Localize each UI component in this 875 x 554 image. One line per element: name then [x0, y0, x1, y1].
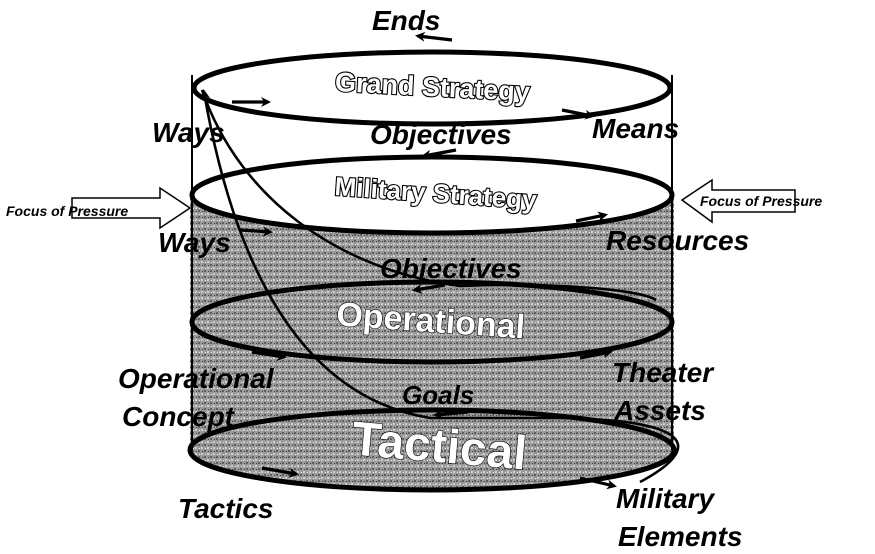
objectives-arrow-military	[412, 283, 446, 294]
label-tactics: Tactics	[178, 493, 273, 524]
label-elements-2: Elements	[618, 521, 743, 552]
operational-feedback-curve	[200, 89, 657, 302]
label-objectives-military: Objectives	[380, 253, 522, 284]
ends-arrow	[415, 31, 453, 42]
label-objectives-grand: Objectives	[370, 119, 512, 150]
tactics-arrow	[261, 466, 299, 478]
goals-arrow	[433, 409, 469, 420]
military-elements-arrow	[579, 476, 617, 490]
military-strategy-title: Military Strategy	[334, 171, 538, 215]
operational-concept-arrow	[251, 350, 287, 361]
label-assets-2: Assets	[613, 395, 706, 426]
tactical-feedback-curve	[200, 89, 680, 484]
label-operational-concept-1: Operational	[118, 363, 275, 394]
label-military-1: Military	[616, 483, 715, 514]
label-resources: Resources	[606, 225, 749, 256]
left-pressure-label: Focus of Pressure	[6, 203, 128, 219]
label-operational-concept-2: Concept	[122, 401, 236, 432]
label-goals: Goals	[402, 380, 474, 410]
resources-arrow	[575, 211, 608, 223]
label-ways-military: Ways	[158, 227, 231, 258]
ways-arrow-military	[239, 226, 273, 237]
left-pressure-arrow	[71, 186, 192, 230]
label-means: Means	[592, 113, 679, 144]
label-ways-grand: Ways	[152, 117, 225, 148]
grand-strategy-title: Grand Strategy	[334, 67, 530, 107]
means-arrow	[561, 108, 595, 120]
grand-strategy-ring	[191, 49, 673, 127]
tactical-ring	[187, 407, 677, 493]
right-pressure-label: Focus of Pressure	[700, 193, 822, 209]
objectives-arrow-grand	[421, 148, 457, 160]
right-pressure-arrow	[680, 178, 796, 224]
theater-assets-arrow	[579, 348, 613, 360]
military-strategy-ring	[189, 154, 675, 236]
label-theater-1: Theater	[612, 357, 715, 388]
label-ends: Ends	[372, 5, 440, 36]
